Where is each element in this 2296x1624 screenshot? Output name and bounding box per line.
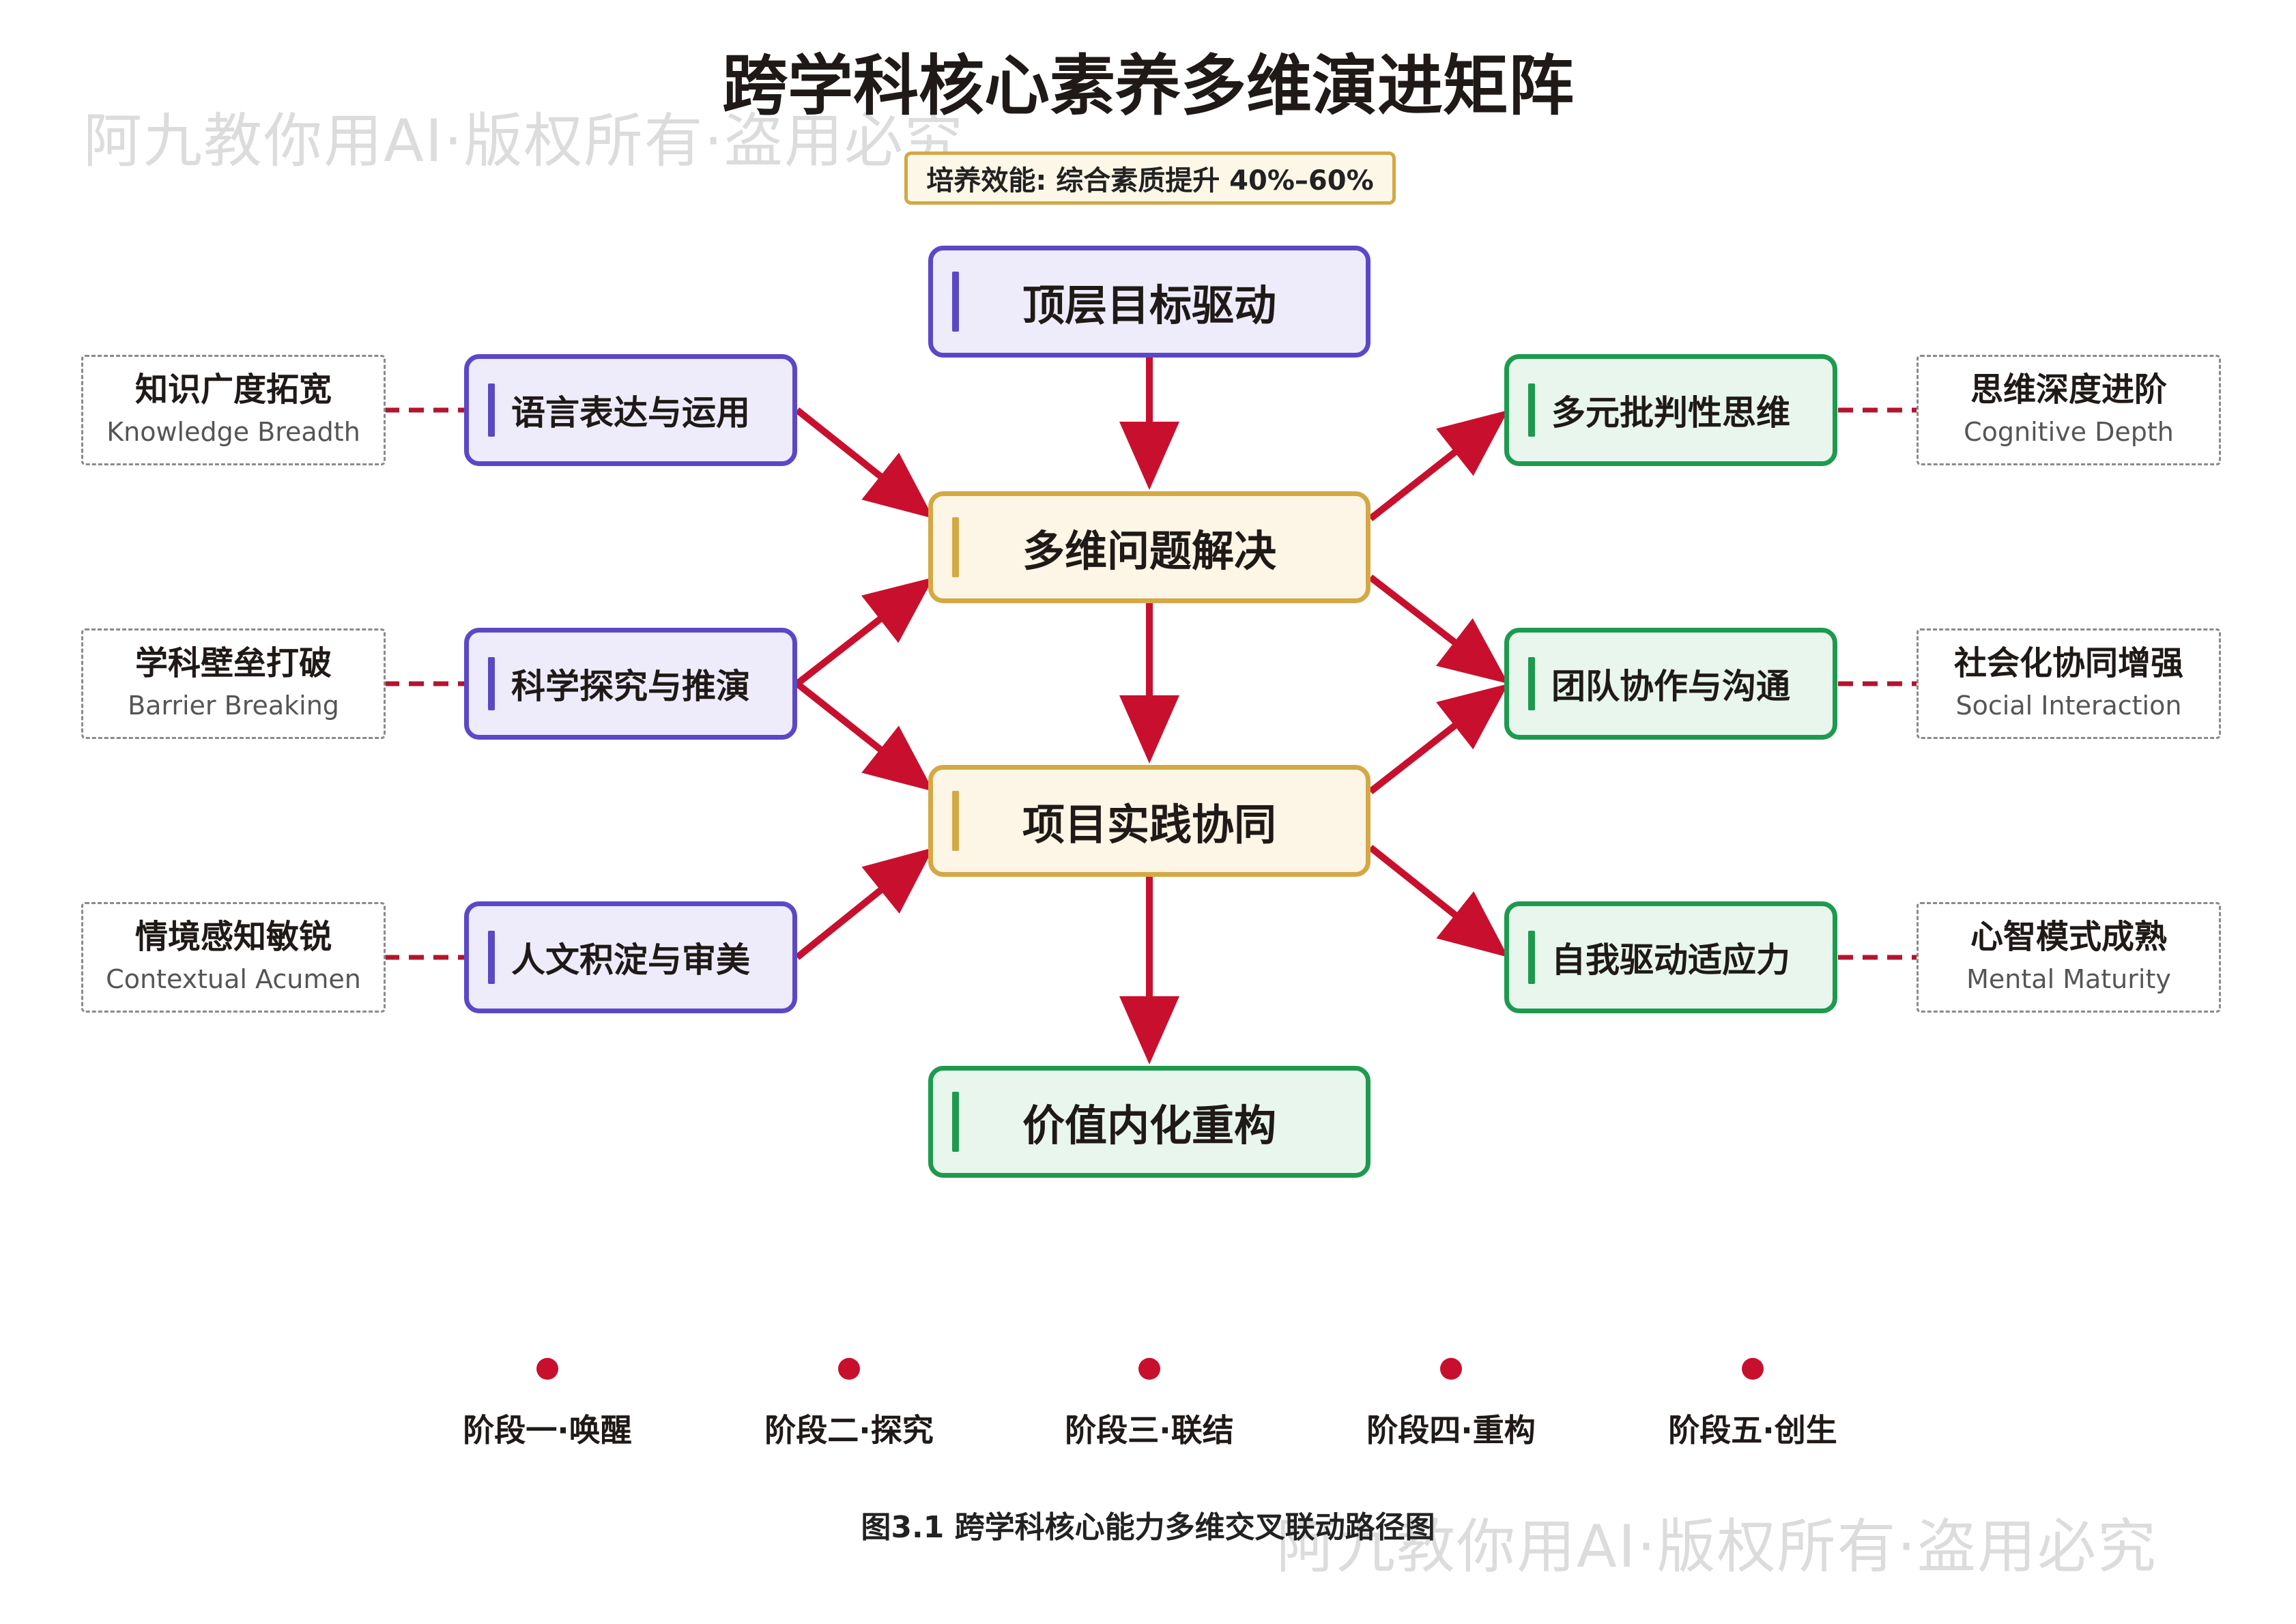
core-bottom-label: 价值内化重构 [1022,1101,1276,1150]
arrows [794,358,1508,1064]
left-note-2: 学科壁垒打破 Barrier Breaking [81,628,386,739]
arrow-middle1-to-right2-line [1368,575,1459,647]
arrow-left3-to-middle2-head [861,847,934,914]
accent-bar [952,791,959,851]
arrow-middle2-to-right3-head [1436,891,1508,957]
right-note-2-en: Social Interaction [1955,691,2182,721]
arrow-middle2-to-right3-line [1368,845,1460,920]
accent-bar [1528,383,1535,437]
arrow-left3-to-middle2-line [794,886,885,960]
dashed-links [384,407,1919,960]
right-output-3-label: 自我驱动适应力 [1551,940,1790,980]
core-box-middle1: 多维问题解决 [928,491,1371,603]
core-box-middle2: 项目实践协同 [928,765,1371,877]
arrow-middle2-to-bottom-head [1119,996,1179,1064]
accent-bar [1528,657,1535,710]
stage-dot-3 [1138,1358,1160,1380]
core-box-top: 顶层目标驱动 [928,246,1371,358]
right-note-2-zh: 社会化协同增强 [1953,644,2183,682]
arrow-left1-to-middle1-head [861,452,934,519]
left-input-1-label: 语言表达与运用 [511,393,750,433]
arrow-left1-to-middle1-line [794,407,885,481]
core-middle2-label: 项目实践协同 [1022,800,1276,850]
left-note-3-en: Contextual Acumen [106,964,361,994]
watermark-bottom: 阿九教你用AI·版权所有·盗用必究 [1276,1513,2157,1581]
left-input-2-label: 科学探究与推演 [511,667,750,706]
arrow-left2-to-middle2-head [861,725,934,792]
right-output-2-label: 团队协作与沟通 [1551,667,1790,706]
arrow-middle2-to-right2-line [1368,721,1459,794]
right-output-2: 团队协作与沟通 [1504,628,1837,740]
arrow-middle1-to-right1-head [1436,410,1508,476]
arrow-top-to-middle1-head [1119,422,1179,490]
accent-bar [488,931,495,984]
accent-bar [488,383,495,437]
right-output-1: 多元批判性思维 [1504,354,1837,466]
left-note-1-en: Knowledge Breadth [106,417,360,447]
right-note-1-en: Cognitive Depth [1964,417,2174,447]
accent-bar [952,517,959,577]
right-output-1-label: 多元批判性思维 [1551,393,1790,433]
core-middle1-label: 多维问题解决 [1022,526,1276,576]
right-output-3: 自我驱动适应力 [1504,901,1837,1013]
right-note-3-zh: 心智模式成熟 [1970,918,2167,956]
stage-dot-4 [1440,1358,1462,1380]
left-note-1-zh: 知识广度拓宽 [134,371,332,409]
arrow-left2-to-middle2-line [794,681,885,754]
left-note-1: 知识广度拓宽 Knowledge Breadth [81,355,386,465]
accent-bar [488,657,495,710]
watermark-top: 阿九教你用AI·版权所有·盗用必究 [83,107,964,175]
accent-bar [952,1092,959,1152]
right-note-1: 思维深度进阶 Cognitive Depth [1917,355,2221,465]
left-note-2-en: Barrier Breaking [128,691,339,721]
stage-label-2: 阶段二·探究 [764,1412,934,1449]
stage-dot-1 [536,1358,558,1380]
left-input-1: 语言表达与运用 [464,354,797,466]
left-note-3: 情境感知敏锐 Contextual Acumen [81,902,386,1013]
left-input-3-label: 人文积淀与审美 [511,940,750,980]
arrow-middle1-to-right1-line [1368,448,1459,521]
stage-label-1: 阶段一·唤醒 [463,1412,632,1449]
stage-label-4: 阶段四·重构 [1366,1412,1536,1449]
left-note-2-zh: 学科壁垒打破 [134,644,332,682]
accent-bar [1528,931,1535,984]
efficiency-badge: 培养效能: 综合素质提升 40%–60% [904,151,1396,205]
stage-label-3: 阶段三·联结 [1065,1412,1234,1449]
stage-dot-5 [1742,1358,1764,1380]
stage-dot-2 [838,1358,860,1380]
arrow-left2-to-middle1-head [861,577,934,643]
stage-label-5: 阶段五·创生 [1668,1412,1837,1449]
left-input-2: 科学探究与推演 [464,628,797,740]
arrow-left2-to-middle1-line [794,615,885,686]
right-note-3: 心智模式成熟 Mental Maturity [1917,902,2221,1013]
core-box-bottom: 价值内化重构 [928,1066,1371,1178]
figure-caption: 图3.1 跨学科核心能力多维交叉联动路径图 [861,1510,1435,1545]
left-input-3: 人文积淀与审美 [464,901,797,1013]
right-note-1-zh: 思维深度进阶 [1970,371,2167,409]
arrow-middle1-to-right2-head [1435,618,1508,684]
arrow-middle1-to-middle2-head [1119,695,1179,764]
diagram-title: 跨学科核心素养多维演进矩阵 [722,48,1574,124]
accent-bar [952,272,959,332]
core-top-label: 顶层目标驱动 [1022,280,1276,330]
left-note-3-zh: 情境感知敏锐 [134,918,332,956]
arrow-middle2-to-right2-head [1436,684,1508,750]
right-note-2: 社会化协同增强 Social Interaction [1917,628,2221,739]
right-note-3-en: Mental Maturity [1966,964,2171,994]
